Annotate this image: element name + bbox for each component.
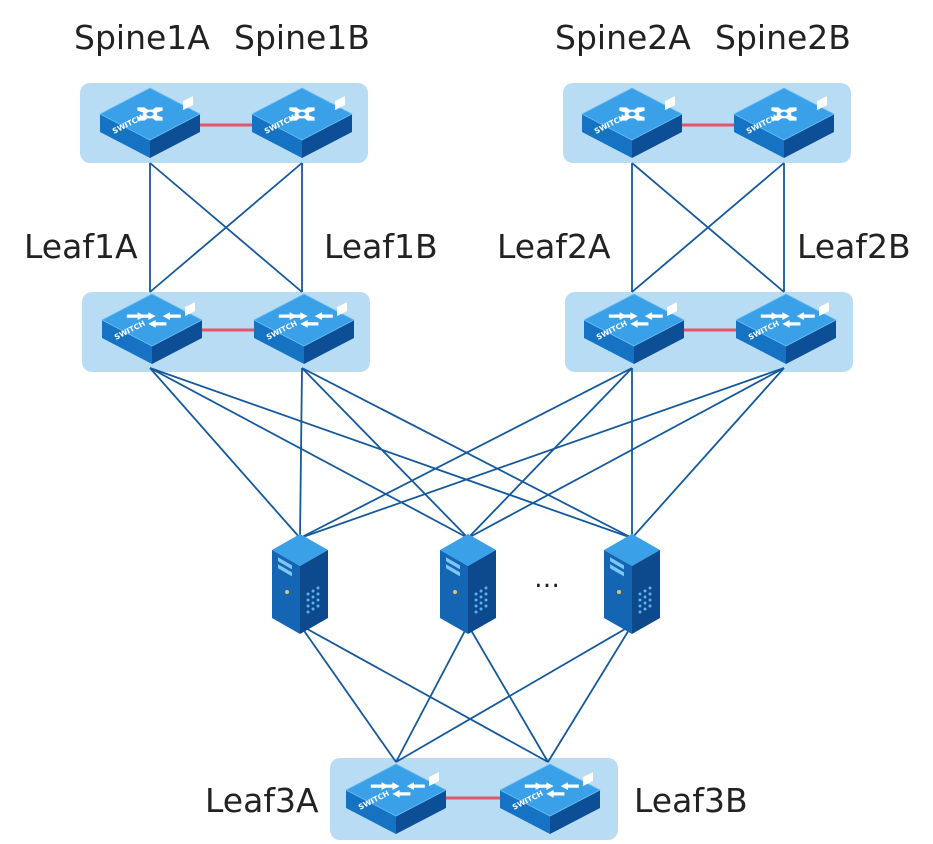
- spine2a-label: Spine2A: [555, 18, 691, 57]
- spine1-leaf1-links: [149, 162, 303, 293]
- leaf2a-label: Leaf2A: [497, 227, 611, 266]
- leaf3a-label: Leaf3A: [205, 781, 319, 820]
- leaf-server-links: [149, 367, 785, 539]
- server-leaf3-links: [299, 624, 633, 763]
- ellipsis-label: …: [534, 564, 560, 594]
- server-n-icon: [604, 534, 660, 634]
- leaf3b-label: Leaf3B: [634, 781, 748, 820]
- leaf2b-label: Leaf2B: [797, 227, 911, 266]
- spine2-leaf2-links: [631, 162, 785, 293]
- leaf1a-label: Leaf1A: [24, 227, 138, 266]
- leaf1b-label: Leaf1B: [324, 227, 438, 266]
- spine2b-label: Spine2B: [715, 18, 851, 57]
- server-1-icon: [272, 534, 328, 634]
- server-2-icon: [440, 534, 496, 634]
- spine1b-label: Spine1B: [234, 18, 370, 57]
- spine1a-label: Spine1A: [74, 18, 210, 57]
